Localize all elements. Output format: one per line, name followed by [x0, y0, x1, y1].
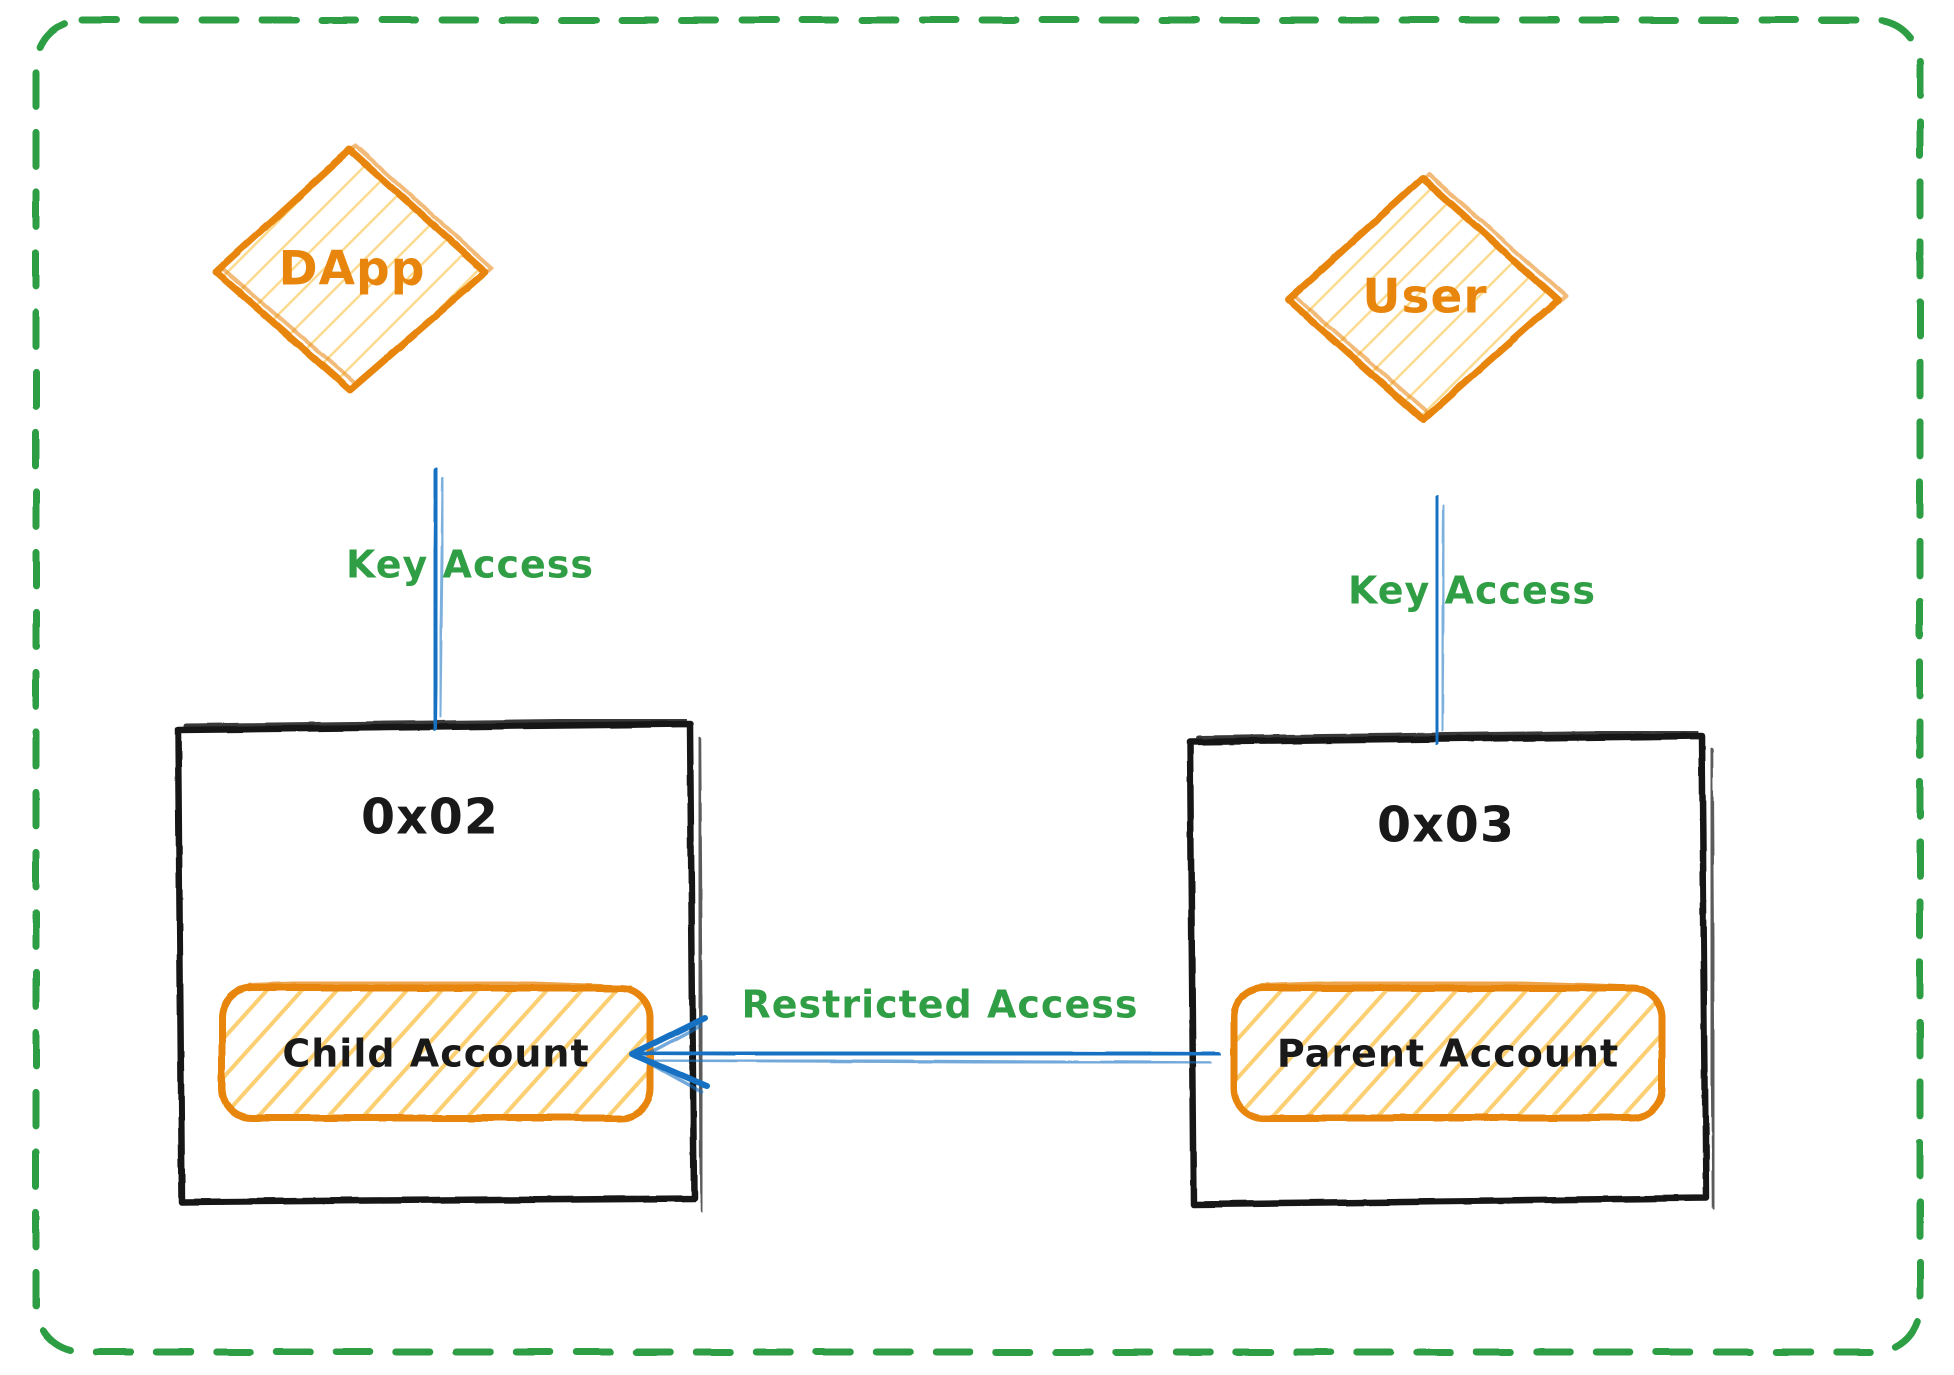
parent-account-hatch-fill — [1234, 988, 1662, 1118]
child-account-node[interactable]: Child Account — [218, 979, 654, 1122]
box-0x03-top-overstroke — [1195, 729, 1699, 741]
edge-user-line-ghost — [1440, 504, 1446, 732]
user-outline — [1284, 174, 1562, 424]
box-0x03-address: 0x03 — [1377, 797, 1515, 854]
edge-dapp-line — [431, 467, 440, 731]
edge-dapp-line-ghost — [438, 476, 445, 718]
blockchain-boundary — [32, 16, 1924, 1356]
parent-account-node[interactable]: Parent Account — [1230, 979, 1666, 1122]
account-box-0x02[interactable]: 0x02 Child Account — [174, 717, 705, 1213]
box-0x02-address: 0x02 — [361, 789, 499, 846]
account-box-0x03[interactable]: 0x03 Parent Account — [1186, 729, 1717, 1211]
actor-dapp[interactable]: DApp — [212, 144, 494, 394]
child-account-label: Child Account — [282, 1032, 589, 1076]
parent-account-top-overstroke — [1259, 979, 1643, 991]
edge-dapp-to-child[interactable]: Key Access — [346, 467, 594, 731]
edge-restricted-label: Restricted Access — [742, 983, 1139, 1027]
edge-restricted-arrowhead — [629, 1015, 710, 1089]
edge-dapp-label: Key Access — [346, 543, 594, 587]
child-account-hatch-fill — [222, 988, 650, 1118]
parent-account-label: Parent Account — [1277, 1032, 1619, 1076]
dapp-outline — [212, 146, 490, 394]
edge-user-to-parent[interactable]: Key Access — [1348, 495, 1596, 745]
box-0x02-right-overstroke — [696, 735, 705, 1213]
box-0x03-right-overstroke — [1708, 747, 1717, 1211]
edge-restricted-arrowhead-ghost — [638, 1024, 704, 1094]
actor-user[interactable]: User — [1284, 172, 1568, 424]
edge-parent-to-child[interactable]: Restricted Access — [629, 983, 1221, 1094]
parent-account-outline — [1230, 984, 1666, 1122]
child-account-top-overstroke — [247, 979, 633, 991]
dapp-label: DApp — [279, 242, 426, 297]
edge-restricted-line-ghost — [646, 1058, 1212, 1065]
edge-user-line — [1433, 495, 1441, 745]
edge-user-label: Key Access — [1348, 569, 1596, 613]
user-label: User — [1362, 270, 1487, 325]
edge-restricted-line — [637, 1049, 1221, 1058]
boundary-dashed-rect — [32, 16, 1924, 1356]
